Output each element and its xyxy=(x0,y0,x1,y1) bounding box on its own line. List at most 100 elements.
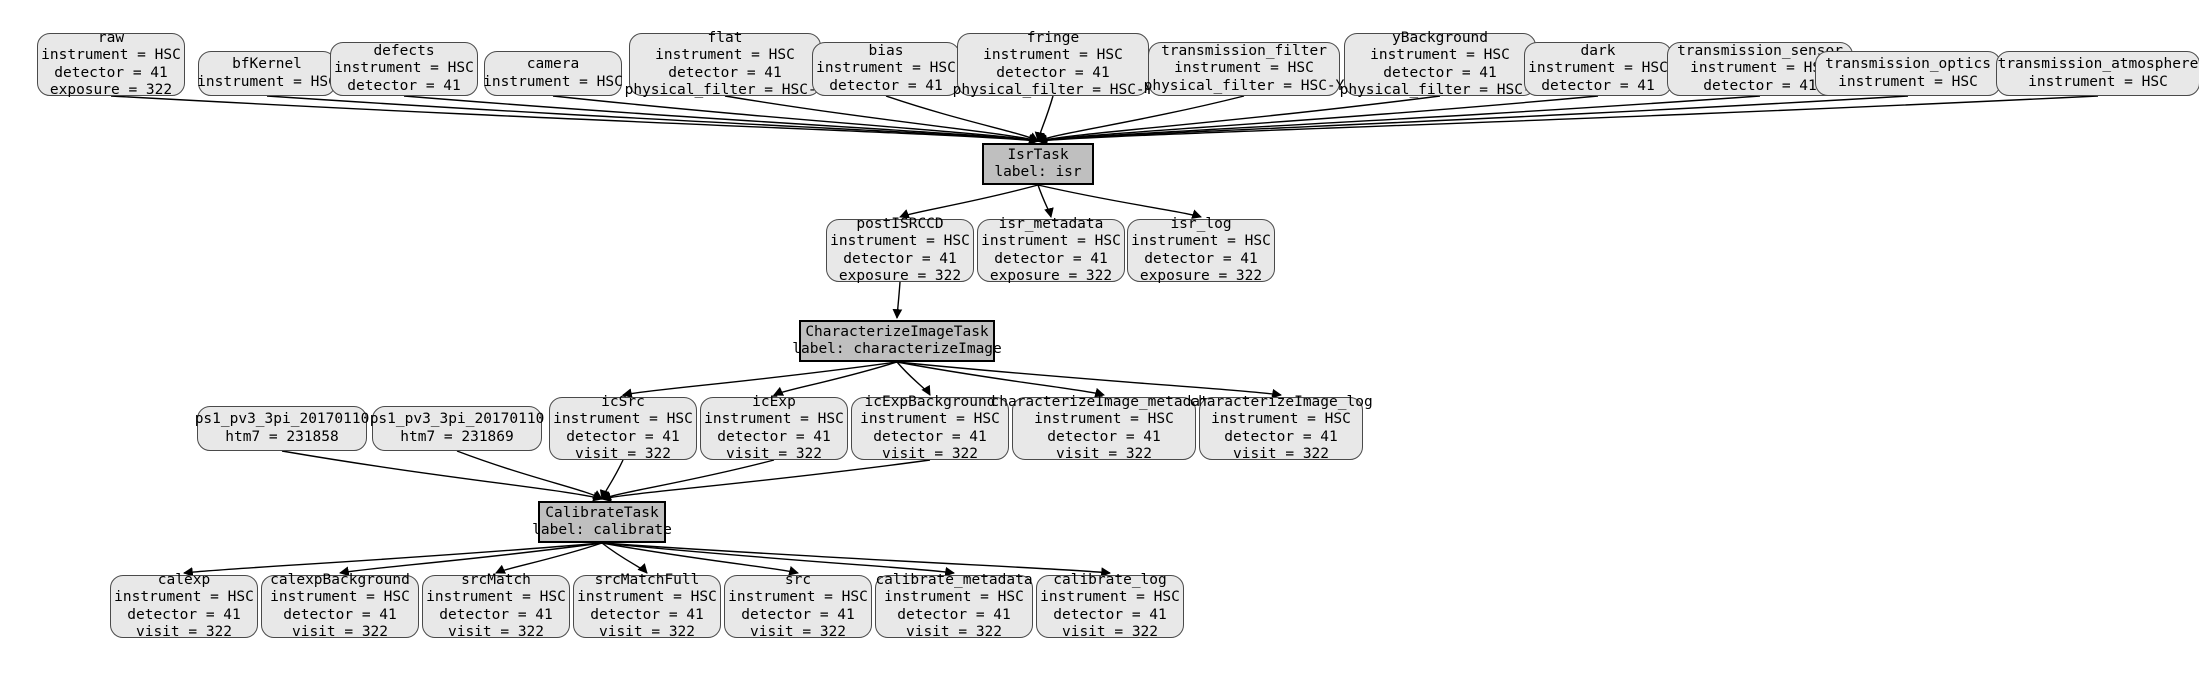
node-title: transmission_optics xyxy=(1825,56,1991,73)
node-title: CharacterizeImageTask xyxy=(805,323,989,340)
edge-defects-to-IsrTask xyxy=(403,95,1039,145)
node-title: CalibrateTask xyxy=(545,504,659,521)
node-title: ps1_pv3_3pi_20170110 xyxy=(369,411,545,428)
node-dimension: visit = 322 xyxy=(881,445,979,462)
edge-flat-to-IsrTask xyxy=(724,95,1039,144)
node-dimension: detector = 41 xyxy=(54,64,168,81)
edge-icExp-to-CalibrateTask xyxy=(601,459,775,501)
node-title: defects xyxy=(373,42,435,59)
edge-CharacterizeImageTask-to-icExp xyxy=(773,361,898,396)
edge-CalibrateTask-to-calibrate_metadata xyxy=(601,542,955,577)
node-dimension: instrument = HSC xyxy=(270,589,410,606)
node-dimension: detector = 41 xyxy=(1047,428,1161,445)
node-dimension: label: calibrate xyxy=(532,522,672,538)
edge-IsrTask-to-isr_metadata xyxy=(1037,184,1054,218)
node-title: ps1_pv3_3pi_20170110 xyxy=(194,411,370,428)
node-dimension: exposure = 322 xyxy=(838,267,962,284)
edge-CalibrateTask-to-calibrate_log xyxy=(601,542,1111,578)
node-dimension: physical_filter = HSC-Y xyxy=(1143,77,1345,94)
node-dimension: instrument = HSC xyxy=(197,73,337,90)
edge-icExpBackground-to-CalibrateTask xyxy=(601,459,931,502)
node-dimension: visit = 322 xyxy=(1061,623,1159,640)
node-dimension: detector = 41 xyxy=(283,606,397,623)
edge-camera-to-IsrTask xyxy=(552,95,1039,145)
node-title: calexp xyxy=(157,571,211,588)
node-dimension: instrument = HSC xyxy=(1528,60,1668,77)
edge-CalibrateTask-to-srcMatchFull xyxy=(601,542,648,574)
node-dimension: detector = 41 xyxy=(843,250,957,267)
node-dimension: instrument = HSC xyxy=(860,411,1000,428)
edge-IsrTask-to-postISRCCD xyxy=(899,184,1039,219)
node-dimension: instrument = HSC xyxy=(553,411,693,428)
node-dimension: instrument = HSC xyxy=(728,589,868,606)
node-dimension: htm7 = 231858 xyxy=(225,428,339,445)
edge-CalibrateTask-to-srcMatch xyxy=(495,542,603,574)
node-title: characterizeImage_log xyxy=(1189,393,1373,410)
node-dimension: instrument = HSC xyxy=(41,47,181,64)
edge-CalibrateTask-to-calexpBackground xyxy=(339,542,603,577)
node-title: fringe xyxy=(1026,29,1080,46)
node-dimension: instrument = HSC xyxy=(1370,47,1510,64)
node-title: srcMatch xyxy=(461,571,531,588)
node-dimension: instrument = HSC xyxy=(1211,411,1351,428)
edge-ps1_b-to-CalibrateTask xyxy=(456,450,603,500)
node-title: icExp xyxy=(752,393,796,410)
edge-CharacterizeImageTask-to-characterizeImage_metadata xyxy=(896,361,1105,398)
node-dimension: visit = 322 xyxy=(135,623,233,640)
node-dimension: instrument = HSC xyxy=(884,589,1024,606)
node-dimension: visit = 322 xyxy=(905,623,1003,640)
edge-CharacterizeImageTask-to-icSrc xyxy=(622,361,898,399)
node-dimension: instrument = HSC xyxy=(577,589,717,606)
edge-dark-to-IsrTask xyxy=(1037,95,1599,145)
node-title: transmission_filter xyxy=(1161,42,1327,59)
edge-fringe-to-IsrTask xyxy=(1034,95,1054,142)
node-dimension: visit = 322 xyxy=(291,623,389,640)
edge-bias-to-IsrTask xyxy=(885,95,1039,142)
node-title: raw xyxy=(97,29,125,46)
node-dimension: instrument = HSC xyxy=(704,411,844,428)
node-title: bias xyxy=(868,42,904,59)
node-dimension: detector = 41 xyxy=(127,606,241,623)
node-title: yBackground xyxy=(1391,29,1489,46)
node-title: bfKernel xyxy=(232,56,302,73)
node-dimension: instrument = HSC xyxy=(655,47,795,64)
node-dimension: physical_filter = HSC-Y xyxy=(1339,81,1541,98)
node-dimension: instrument = HSC xyxy=(830,233,970,250)
node-dimension: detector = 41 xyxy=(741,606,855,623)
node-title: srcMatchFull xyxy=(594,571,700,588)
node-dimension: exposure = 322 xyxy=(49,81,173,98)
node-dimension: detector = 41 xyxy=(347,77,461,94)
